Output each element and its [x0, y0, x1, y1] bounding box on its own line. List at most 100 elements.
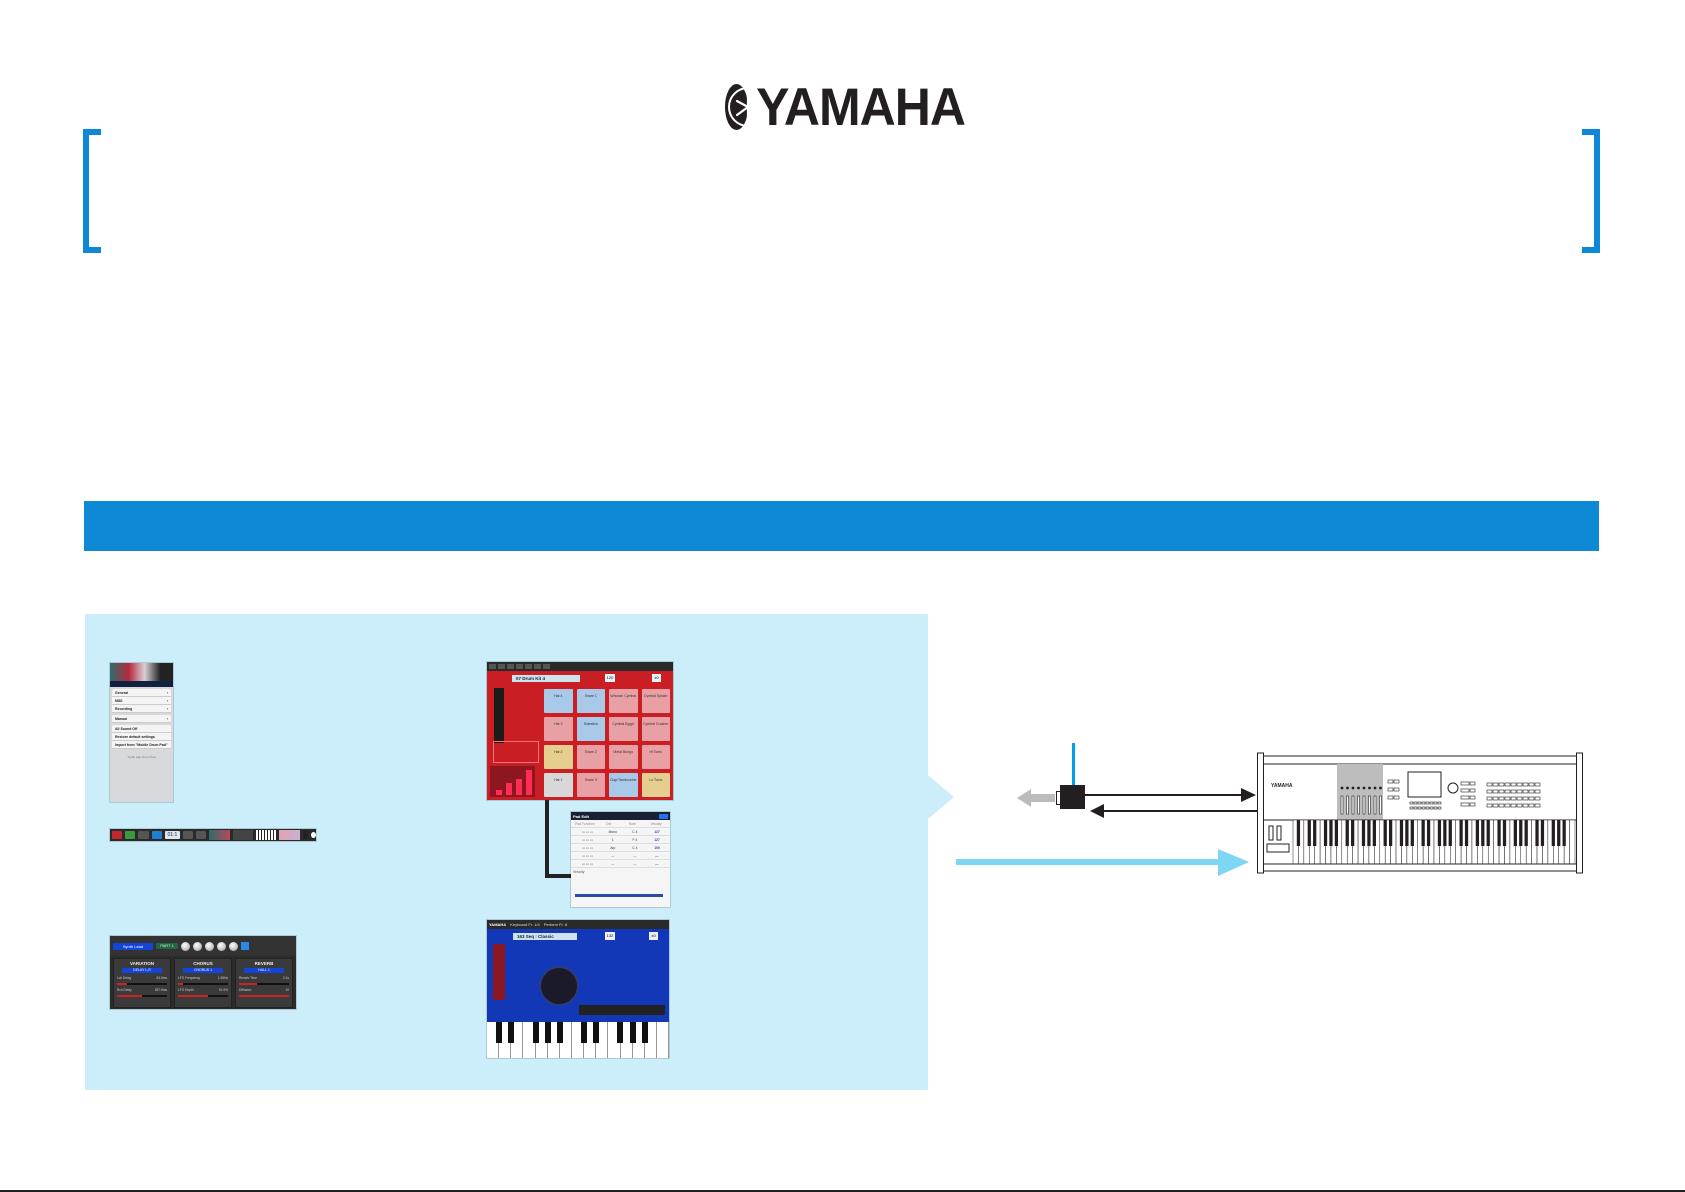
hw-black-key: [1421, 820, 1425, 846]
effect-type-selector[interactable]: HALL 1: [244, 968, 284, 973]
drum-pad[interactable]: Hat 3: [544, 717, 573, 741]
effect-type-selector[interactable]: DELAY L,R: [122, 968, 162, 973]
kit-name-display[interactable]: 07 Drum Kit 4: [512, 675, 580, 682]
pad-velocity: 100: [654, 845, 660, 850]
black-key[interactable]: [617, 1022, 624, 1043]
hw-button: [1534, 782, 1541, 787]
part-selector[interactable]: PART 1: [156, 943, 178, 949]
redo-button[interactable]: [196, 831, 207, 839]
drum-pad[interactable]: Sidestick: [576, 717, 605, 741]
drum-pad[interactable]: Hat 4: [544, 689, 573, 713]
velocity-slider[interactable]: [575, 894, 663, 897]
drum-pad[interactable]: Snare 3: [576, 773, 605, 797]
param-slider[interactable]: [239, 983, 289, 985]
info-button[interactable]: [151, 831, 162, 839]
black-key[interactable]: [508, 1022, 515, 1043]
pad-function: Arp: [610, 845, 616, 850]
settings-row[interactable]: Import from "Mobile Drum Pad": [112, 741, 171, 749]
drum-pad[interactable]: Hat 2: [544, 745, 573, 769]
menu-icon[interactable]: [302, 831, 308, 839]
midi-interface-icon: [1060, 785, 1085, 809]
param-value: 287.9ms: [154, 988, 167, 992]
black-key[interactable]: [556, 1022, 563, 1043]
mixer-thumbnail[interactable]: [209, 830, 230, 840]
level-bar: [496, 790, 502, 795]
effect-type-selector[interactable]: CHORUS 1: [183, 968, 223, 973]
record-button[interactable]: [112, 831, 123, 839]
black-key[interactable]: [641, 1022, 648, 1043]
synth-thumbnail[interactable]: [232, 830, 254, 840]
hw-black-key: [1323, 820, 1328, 846]
settings-row[interactable]: Manual›: [112, 715, 171, 723]
gear-icon[interactable]: [310, 832, 316, 838]
settings-row[interactable]: Restore default settings: [112, 733, 171, 741]
keyboard-thumbnail[interactable]: [256, 830, 277, 840]
resonance-knob[interactable]: [193, 941, 202, 951]
arpeggio-wheel[interactable]: [539, 966, 579, 1006]
settings-row[interactable]: General›: [112, 689, 171, 697]
param-slider[interactable]: [178, 983, 228, 985]
param-slider[interactable]: [178, 995, 228, 997]
hw-button: [1528, 796, 1535, 801]
voice-name-display[interactable]: Synth Lead: [113, 942, 153, 950]
white-key[interactable]: [657, 1022, 669, 1058]
attack-knob[interactable]: [205, 941, 214, 951]
drum-pad[interactable]: Snare 2: [576, 745, 605, 769]
hw-black-key: [1475, 820, 1480, 846]
tempo-display[interactable]: 120: [605, 674, 615, 682]
pad-note: F 4: [632, 837, 638, 842]
param-slider[interactable]: [239, 995, 289, 997]
drum-pad[interactable]: Lo Toms: [641, 773, 670, 797]
hw-button: [1373, 795, 1377, 815]
speaker-icon[interactable]: [138, 831, 149, 839]
settings-row[interactable]: Recording›: [112, 705, 171, 713]
black-key[interactable]: [629, 1022, 636, 1043]
drum-pad[interactable]: Cymbal Crasher: [641, 717, 670, 741]
transpose-display[interactable]: ±0: [649, 932, 658, 940]
pitch-slider[interactable]: [494, 688, 504, 743]
drum-pad[interactable]: Snare 1: [576, 689, 605, 713]
drum-pad[interactable]: Cymbal Egypt: [609, 717, 638, 741]
mono-toggle[interactable]: [241, 942, 249, 950]
right-bracket: [1582, 129, 1600, 253]
black-key[interactable]: [496, 1022, 503, 1043]
drum-pad[interactable]: Metal Bongo: [609, 745, 638, 769]
drum-pad-thumbnail[interactable]: [279, 830, 300, 840]
settings-row[interactable]: All Sound Off: [112, 725, 171, 733]
done-button[interactable]: [659, 813, 668, 819]
performance-name-display[interactable]: 163 Seq : Classic: [513, 933, 577, 940]
drum-pad[interactable]: Clap/Tambourine: [609, 773, 638, 797]
play-button[interactable]: [125, 831, 136, 839]
cutoff-knob[interactable]: [181, 941, 190, 951]
tempo-display[interactable]: 132: [605, 932, 615, 940]
param-slider[interactable]: [117, 983, 167, 985]
drum-pad[interactable]: Whoosh Cymbal: [609, 689, 638, 713]
hw-black-key: [1481, 820, 1485, 846]
black-key[interactable]: [593, 1022, 600, 1043]
black-key[interactable]: [581, 1022, 588, 1043]
drum-pad[interactable]: Cymbal Splash: [641, 689, 670, 713]
white-key[interactable]: [645, 1022, 657, 1058]
drum-pad[interactable]: Hi Toms: [641, 745, 670, 769]
transpose-display[interactable]: ±0: [652, 674, 661, 682]
white-key[interactable]: [560, 1022, 572, 1058]
ribbon-controller[interactable]: [579, 1005, 665, 1015]
param-name: Rch Delay: [117, 988, 132, 992]
settings-row[interactable]: MIDI›: [112, 697, 171, 705]
param-slider[interactable]: [117, 995, 167, 997]
black-key[interactable]: [532, 1022, 539, 1043]
hw-button: [1528, 782, 1535, 787]
release-knob[interactable]: [217, 941, 226, 951]
pitch-slider[interactable]: [493, 944, 505, 1000]
drum-pad[interactable]: Hat 1: [544, 773, 573, 797]
performance-knob[interactable]: [229, 941, 238, 951]
white-key[interactable]: [596, 1022, 609, 1058]
white-key[interactable]: [511, 1022, 524, 1058]
pad-edit-row[interactable]: ▭ ▭ ▭---------: [571, 852, 670, 860]
undo-button[interactable]: [183, 831, 194, 839]
pad-edit-row[interactable]: ▭ ▭ ▭---------: [571, 860, 670, 868]
black-key[interactable]: [544, 1022, 551, 1043]
